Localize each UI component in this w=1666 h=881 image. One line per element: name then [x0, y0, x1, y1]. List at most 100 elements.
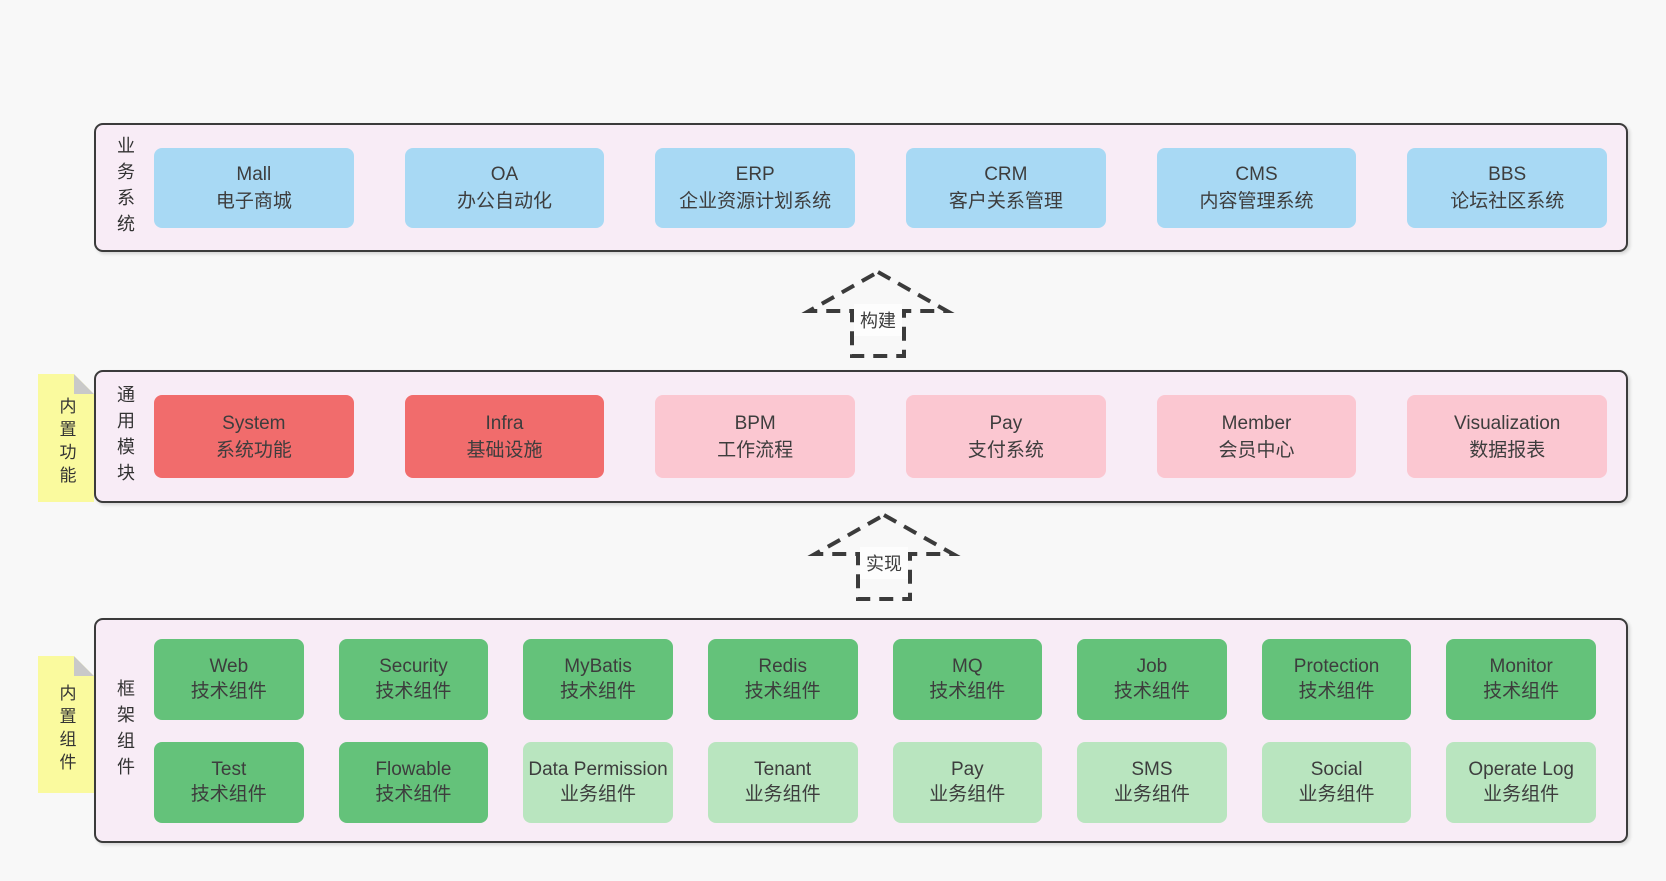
layer-label-business-systems: 业务系统 — [96, 136, 154, 240]
node-title: Data Permission — [528, 759, 668, 780]
sticky-note-builtin-features: 内置功能 — [38, 374, 94, 502]
node-title: Security — [379, 656, 448, 677]
dashed-up-arrow-icon — [807, 512, 961, 601]
node-title: Monitor — [1489, 656, 1553, 677]
dashed-up-arrow-icon — [801, 269, 955, 358]
node-subtitle: 技术组件 — [1113, 681, 1190, 702]
node-title: SMS — [1131, 759, 1173, 780]
node-subtitle: 基础设施 — [466, 439, 543, 461]
node-data-permission: Data Permission 业务组件 — [523, 741, 673, 823]
node-subtitle: 技术组件 — [1298, 681, 1375, 702]
node-title: Pay — [950, 759, 984, 780]
node-title: MyBatis — [564, 656, 632, 677]
node-protection: Protection 技术组件 — [1261, 638, 1412, 720]
node-subtitle: 数据报表 — [1469, 439, 1546, 461]
node-subtitle: 业务组件 — [560, 784, 637, 805]
node-subtitle: 业务组件 — [1298, 784, 1375, 805]
node-title: Tenant — [754, 759, 812, 780]
node-subtitle: 系统功能 — [215, 439, 292, 461]
folded-corner-icon — [74, 656, 94, 676]
node-title: Visualization — [1454, 412, 1561, 434]
node-subtitle: 内容管理系统 — [1199, 190, 1314, 212]
node-mq: MQ 技术组件 — [892, 638, 1043, 720]
node-title: Pay — [989, 412, 1023, 434]
layer-label-text: 框架组件 — [115, 678, 135, 783]
node-mall: Mall 电子商城 — [154, 147, 354, 228]
layer-label-common-modules: 通用模块 — [96, 385, 154, 489]
sticky-note-text: 内置组件 — [56, 683, 76, 776]
node-crm: CRM 客户关系管理 — [906, 147, 1106, 228]
implement-arrow: 实现 — [807, 512, 961, 601]
node-bpm: BPM 工作流程 — [655, 395, 856, 478]
node-subtitle: 技术组件 — [929, 681, 1006, 702]
node-subtitle: 技术组件 — [375, 681, 452, 702]
layer-label-framework-components: 框架组件 — [96, 679, 154, 783]
node-title: BPM — [734, 412, 776, 434]
node-title: CRM — [984, 163, 1028, 185]
node-title: Operate Log — [1468, 759, 1574, 780]
node-mybatis: MyBatis 技术组件 — [523, 638, 673, 720]
node-title: Mall — [236, 163, 272, 185]
node-subtitle: 客户关系管理 — [948, 190, 1063, 212]
node-subtitle: 支付系统 — [967, 439, 1044, 461]
node-subtitle: 办公自动化 — [457, 190, 553, 212]
node-title: Member — [1221, 412, 1292, 434]
node-title: Job — [1136, 656, 1168, 677]
sticky-note-builtin-components: 内置组件 — [38, 656, 94, 793]
layer-label-text: 通用模块 — [115, 384, 135, 489]
node-flowable: Flowable 技术组件 — [338, 741, 489, 823]
node-subtitle: 技术组件 — [190, 681, 267, 702]
node-subtitle: 技术组件 — [560, 681, 637, 702]
build-arrow-label: 构建 — [854, 304, 902, 336]
node-title: Protection — [1293, 656, 1380, 677]
sticky-note-text: 内置功能 — [56, 397, 76, 489]
node-subtitle: 企业资源计划系统 — [679, 190, 832, 212]
implement-arrow-label: 实现 — [860, 547, 908, 579]
node-title: Redis — [758, 656, 807, 677]
node-title: MQ — [952, 656, 983, 677]
node-security: Security 技术组件 — [338, 638, 489, 720]
node-subtitle: 论坛社区系统 — [1450, 190, 1565, 212]
node-job: Job 技术组件 — [1077, 638, 1227, 720]
build-arrow: 构建 — [801, 269, 955, 358]
node-member: Member 会员中心 — [1156, 395, 1357, 478]
node-title: Infra — [485, 412, 524, 434]
layer-framework-components: 框架组件 Web 技术组件 Security 技术组件 MyBatis 技术组件 Redis… — [94, 618, 1628, 843]
node-social: Social 业务组件 — [1261, 741, 1412, 823]
layer-label-text: 业务系统 — [115, 135, 135, 240]
node-pay: Pay 支付系统 — [906, 395, 1106, 478]
node-title: Flowable — [375, 759, 452, 780]
node-subtitle: 业务组件 — [1483, 784, 1560, 805]
node-title: CMS — [1235, 163, 1278, 185]
node-subtitle: 业务组件 — [1113, 784, 1190, 805]
node-title: OA — [490, 163, 519, 185]
node-subtitle: 技术组件 — [375, 784, 452, 805]
node-subtitle: 会员中心 — [1218, 439, 1295, 461]
node-subtitle: 业务组件 — [929, 784, 1006, 805]
node-subtitle: 电子商城 — [215, 190, 292, 212]
node-title: Test — [211, 759, 247, 780]
node-subtitle: 工作流程 — [717, 439, 794, 461]
node-operate-log: Operate Log 业务组件 — [1446, 741, 1596, 823]
node-subtitle: 业务组件 — [744, 784, 821, 805]
node-pay: Pay 业务组件 — [892, 741, 1043, 823]
node-title: Social — [1310, 759, 1363, 780]
node-cms: CMS 内容管理系统 — [1156, 147, 1357, 228]
node-oa: OA 办公自动化 — [404, 147, 605, 228]
node-title: Web — [209, 656, 249, 677]
folded-corner-icon — [74, 374, 94, 394]
